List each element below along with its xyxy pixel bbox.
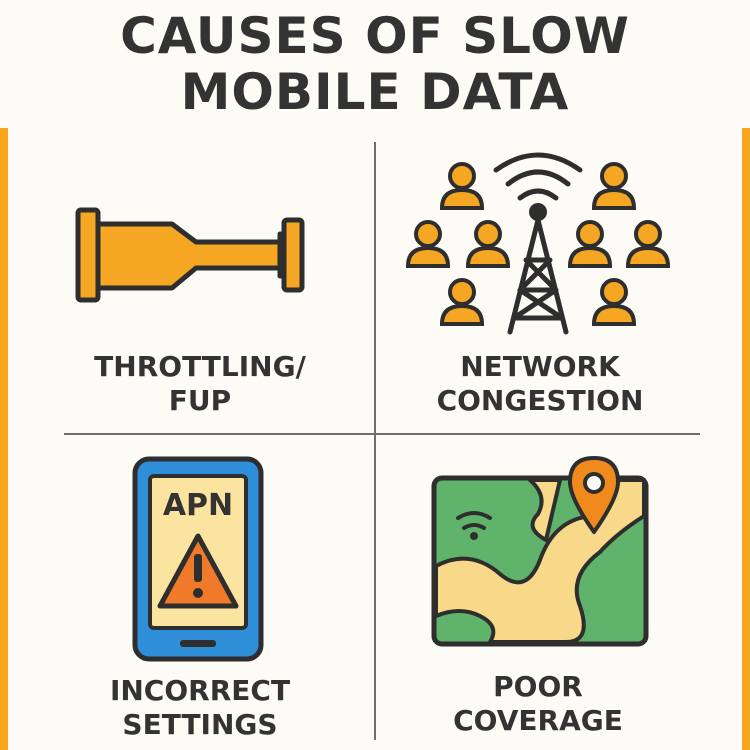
vertical-divider xyxy=(374,142,376,740)
coverage-label: POOR COVERAGE xyxy=(408,670,668,738)
left-edge-stripe xyxy=(0,128,8,750)
person-icon xyxy=(625,220,671,268)
congestion-label-line-2: CONGESTION xyxy=(436,384,644,417)
person-icon xyxy=(439,162,485,210)
person-icon xyxy=(591,162,637,210)
pipe-icon xyxy=(75,207,305,303)
coverage-label-line-2: COVERAGE xyxy=(453,704,623,737)
settings-label-line-2: SETTINGS xyxy=(122,708,278,741)
cell-tower-crowd-icon xyxy=(405,152,671,335)
page-title: CAUSES OF SLOW MOBILE DATA xyxy=(0,8,750,120)
right-edge-stripe xyxy=(742,128,750,750)
title-line-1: CAUSES OF SLOW xyxy=(120,7,630,65)
map-pin-icon xyxy=(431,456,649,647)
horizontal-divider xyxy=(64,433,700,435)
person-icon xyxy=(405,220,451,268)
phone-warning-icon xyxy=(132,456,264,662)
coverage-label-line-1: POOR xyxy=(493,670,583,703)
throttling-label-line-2: FUP xyxy=(168,384,232,417)
apn-screen-text: APN xyxy=(162,488,234,523)
person-icon xyxy=(465,220,511,268)
person-icon xyxy=(439,278,485,326)
throttling-label: THROTTLING/ FUP xyxy=(70,350,330,418)
throttling-label-line-1: THROTTLING/ xyxy=(94,350,306,383)
title-line-2: MOBILE DATA xyxy=(180,63,570,121)
person-icon xyxy=(567,220,613,268)
settings-label-line-1: INCORRECT xyxy=(109,674,291,707)
congestion-label-line-1: NETWORK xyxy=(460,350,620,383)
congestion-label: NETWORK CONGESTION xyxy=(410,350,670,418)
person-icon xyxy=(591,278,637,326)
settings-label: INCORRECT SETTINGS xyxy=(70,674,330,742)
